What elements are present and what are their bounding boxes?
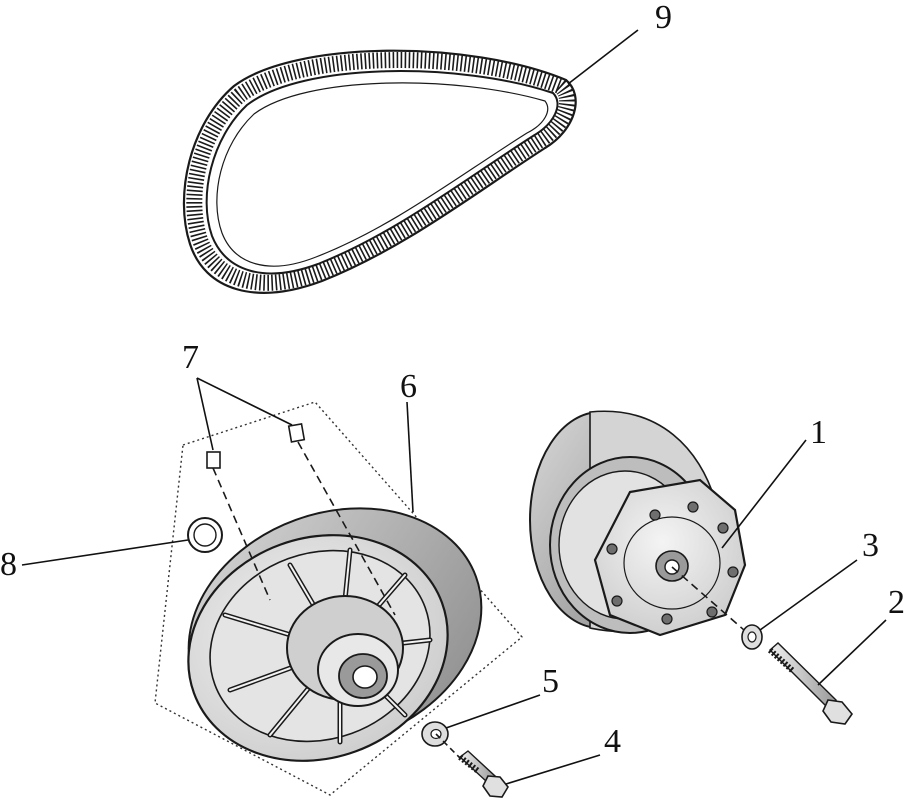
leader-2 [817,619,887,686]
leader-7a [196,377,214,451]
drive-clutch-icon [529,410,753,638]
leader-lines [21,29,887,785]
callout-6: 6 [400,368,417,405]
leader-1 [721,439,807,549]
drive-clutch-bolt-icon [767,642,854,725]
driven-clutch-washer-icon [421,721,461,759]
callout-9: 9 [655,0,672,36]
drive-clutch-washer-icon [741,624,763,650]
leader-7b [196,377,293,426]
assembly-boundary [154,401,524,796]
callout-4: 4 [604,723,621,760]
driven-clutch-bolt-icon [458,750,509,798]
callout-7: 7 [182,339,199,376]
key-icon [206,422,396,616]
callout-labels: 1 2 3 4 5 6 7 8 9 [0,0,905,760]
o-ring-icon [187,517,223,553]
leader-8 [21,539,189,566]
callout-1: 1 [810,414,827,451]
leader-5 [445,694,541,729]
leader-6 [406,401,414,513]
callout-8: 8 [0,546,17,583]
callout-2: 2 [888,584,905,621]
drive-belt-icon [182,49,577,294]
leader-9 [567,29,639,85]
driven-clutch-assembly-icon [154,401,524,796]
leader-3 [759,559,858,631]
leader-4 [505,754,601,785]
callout-5: 5 [542,663,559,700]
callout-3: 3 [862,527,879,564]
